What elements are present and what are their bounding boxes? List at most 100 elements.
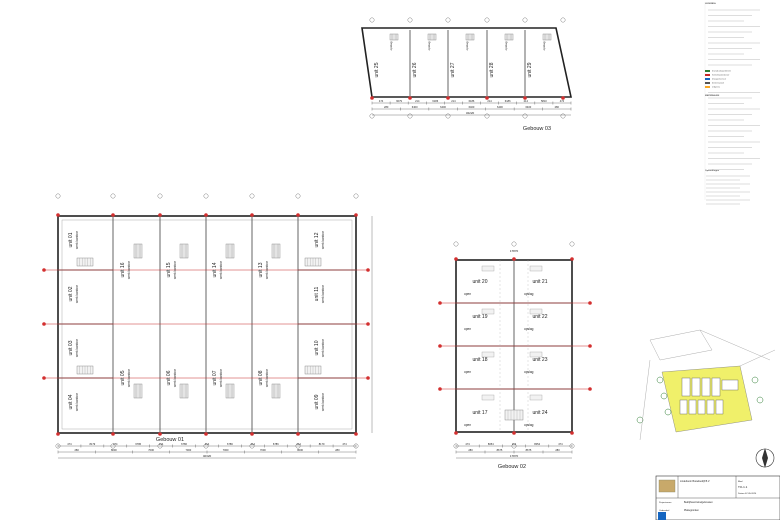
- sheet-number: TO-1.1: [738, 485, 748, 489]
- g01-dim-b-label: 8000: [297, 448, 303, 452]
- g01-dim-b-label: 280: [335, 448, 340, 452]
- g01-downpipe: [158, 213, 162, 217]
- g01-downpipe: [158, 432, 162, 436]
- g01-dim-a-label: 8179: [89, 442, 95, 446]
- site-building: [679, 399, 688, 415]
- downpipe-marker: [588, 301, 592, 305]
- g01-downpipe: [204, 432, 208, 436]
- g02-dim-a-label: 474: [558, 442, 563, 446]
- sheet-name: Plattegronden: [684, 509, 700, 512]
- g01-dim-b-label: 7000: [185, 448, 191, 452]
- g02-grid-bubble: [453, 241, 459, 247]
- g02-unit-sublabel: opslag: [524, 327, 534, 331]
- g01-grid-bubble: [249, 193, 255, 199]
- g03-grid-bubble: [560, 113, 566, 119]
- g02-dim-a-label: 474: [465, 442, 470, 446]
- g01-unit-sublabel: werk kantoor: [75, 392, 79, 411]
- g02-dim-a-label: 8054: [534, 442, 540, 446]
- g02-unit-sublabel: opslag: [524, 292, 534, 296]
- materials-title: MATERIALEN: [705, 95, 720, 97]
- g03-unit-label: unit 28: [489, 62, 495, 77]
- g01-downpipe: [111, 213, 115, 217]
- g02-unit-sublabel: opslag: [524, 370, 534, 374]
- downpipe-marker: [370, 96, 374, 100]
- site-building: [697, 399, 706, 415]
- site-building: [721, 379, 739, 391]
- legend-row-5: erfgrens: [705, 86, 720, 90]
- g02-unit-label: unit 18: [472, 357, 487, 363]
- g01-dim-a-label: 6786: [181, 442, 187, 446]
- g03-unit-label: unit 26: [412, 62, 418, 77]
- g02-rack: [481, 394, 495, 401]
- g03-dim-a-label: 214: [415, 99, 420, 103]
- g01-downpipe: [111, 432, 115, 436]
- site-building: [701, 377, 711, 397]
- g01-unit-label: unit 16: [120, 262, 126, 277]
- g02-rack: [481, 265, 495, 272]
- g01-unit-label: unit 12: [314, 232, 320, 247]
- g01-unit-label: unit 05: [120, 370, 126, 385]
- g03-unit-label: unit 29: [527, 62, 533, 77]
- downpipe-marker: [561, 96, 565, 100]
- g02-dim-a-label: 214: [512, 442, 517, 446]
- downpipe-marker: [512, 431, 516, 435]
- g02-unit-label: unit 19: [472, 314, 487, 320]
- g02-rack: [529, 351, 543, 358]
- g03-grid-bubble: [407, 113, 413, 119]
- revision-mark: [658, 512, 666, 520]
- g01-unit-label: unit 14: [212, 262, 218, 277]
- downpipe-marker: [408, 96, 412, 100]
- g01-dim-a-label: 214: [159, 442, 164, 446]
- g01-unit-label: unit 15: [166, 262, 172, 277]
- site-tree: [656, 376, 664, 384]
- g02-unit-label: unit 23: [532, 357, 547, 363]
- site-building: [711, 377, 721, 397]
- downpipe-marker: [438, 344, 442, 348]
- site-tree: [756, 396, 764, 404]
- g01-dim-b-label: 8000: [111, 448, 117, 452]
- g03-dim-a-label: 5810: [541, 99, 547, 103]
- site-building: [688, 399, 697, 415]
- g03-grid-bubble: [445, 17, 451, 23]
- g01-unit-label: unit 04: [68, 394, 74, 409]
- g02-unit-label: unit 20: [472, 279, 487, 285]
- g01-unit-sublabel: werk kantoor: [127, 368, 131, 387]
- g01-grid-bubble: [203, 193, 209, 199]
- g01-dim-a-label: 474: [67, 442, 72, 446]
- g01-dim-a-label: 8179: [319, 442, 325, 446]
- g03-grid-bubble: [369, 17, 375, 23]
- g01-grid-bubble: [110, 193, 116, 199]
- g02-rack: [481, 308, 495, 315]
- site-tree: [660, 392, 668, 400]
- g01-dim-a-label: 214: [297, 442, 302, 446]
- g02-rack: [481, 351, 495, 358]
- company-logo: [658, 479, 676, 493]
- site-building: [715, 399, 724, 415]
- legend-row-4: binnenwand: [705, 82, 724, 86]
- g03-dim-a-label: 214: [487, 99, 492, 103]
- site-road: [639, 359, 651, 441]
- g03-dim-b-label: 280: [555, 105, 560, 109]
- site-road: [699, 329, 771, 361]
- g03-outline: [361, 27, 572, 98]
- sheet-label: Onderdeel: [659, 509, 670, 512]
- site-building: [706, 399, 715, 415]
- g01-unit-sublabel: werk kantoor: [265, 260, 269, 279]
- g03-grid-bubble: [369, 113, 375, 119]
- g02-unit-label: unit 21: [532, 279, 547, 285]
- g01-dim-a-label: 6786: [135, 442, 141, 446]
- g03-dim-b-label: 6400: [525, 105, 531, 109]
- g02-rack: [529, 265, 543, 272]
- g01-downpipe: [42, 268, 46, 272]
- downpipe-marker: [485, 96, 489, 100]
- g01-unit-label: unit 01: [68, 232, 74, 247]
- company-name: Lindeboom Bouwbedrijf B.V.: [680, 480, 710, 483]
- downpipe-marker: [438, 301, 442, 305]
- g01-dim-a-label: 214: [251, 442, 256, 446]
- g01-dim-a-label: 474: [342, 442, 347, 446]
- g03-title: Gebouw 03: [523, 126, 551, 132]
- g01-unit-sublabel: werk kantoor: [127, 260, 131, 279]
- g01-unit-label: unit 06: [166, 370, 172, 385]
- g01-grid-bubble: [353, 193, 359, 199]
- g03-grid-bubble: [484, 17, 490, 23]
